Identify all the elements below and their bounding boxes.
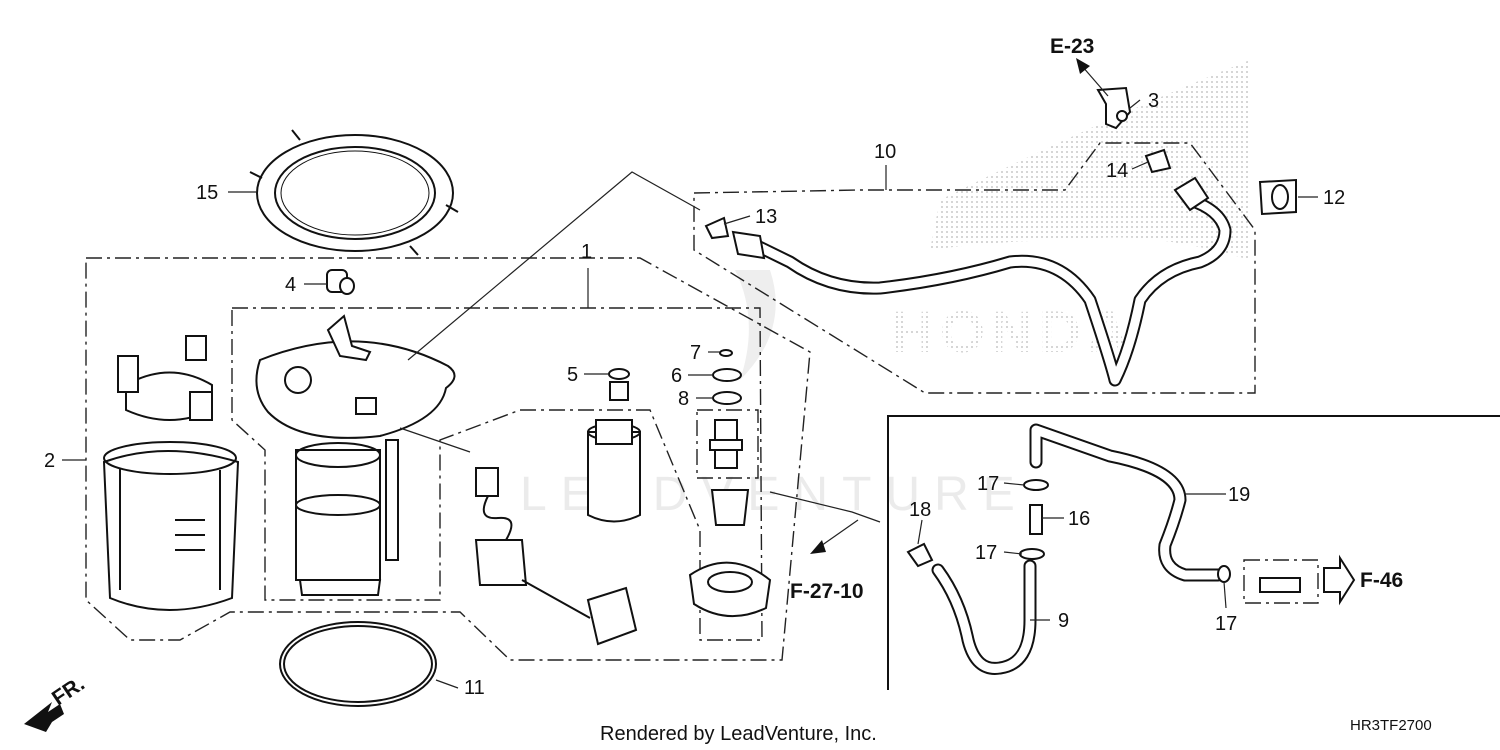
pressure-regulator — [709, 419, 743, 469]
footer-rendered-by: Rendered by LeadVenture, Inc. — [600, 723, 877, 745]
pump-base — [688, 561, 772, 618]
callout-5: 5 — [567, 364, 578, 386]
reference-e23[interactable]: E-23 — [1050, 35, 1094, 58]
lock-ring-part-15 — [249, 129, 459, 256]
callout-1: 1 — [581, 241, 592, 263]
callout-15: 15 — [196, 182, 218, 204]
callout-13: 13 — [755, 206, 777, 228]
washer-part-5 — [608, 368, 630, 401]
honda-logo-watermark: HONDA — [892, 60, 1250, 365]
fittings-parts-16-17-18 — [906, 479, 1301, 593]
fuel-level-sender — [474, 467, 638, 646]
assembly-1-outline — [231, 307, 763, 641]
callout-17-top: 17 — [977, 473, 999, 495]
bracket-part-3 — [1096, 86, 1132, 130]
callout-8: 8 — [678, 388, 689, 410]
callout-18: 18 — [909, 499, 931, 521]
oring-part-11 — [279, 621, 437, 707]
callout-3: 3 — [1148, 90, 1159, 112]
oring-part-11-inner — [283, 625, 433, 703]
front-direction-icon: FR. — [24, 672, 89, 732]
inset-panel-border — [887, 415, 1500, 690]
regulator-outline — [696, 409, 759, 479]
leader-lines — [62, 99, 1318, 689]
footer-diagram-code: HR3TF2700 — [1350, 717, 1432, 734]
f46-connector-outline — [1243, 559, 1319, 604]
pump-housing-part-2 — [102, 335, 240, 611]
front-marker-label: FR. — [48, 672, 89, 710]
e23-arrow-icon — [1076, 58, 1109, 97]
callout-4: 4 — [285, 274, 296, 296]
callout-17-right: 17 — [1215, 613, 1237, 635]
rings-parts-6-7-8 — [712, 349, 742, 405]
reference-f2710[interactable]: F-27-10 — [790, 580, 864, 603]
filter-frame — [710, 489, 750, 526]
grommet-part-4 — [326, 269, 355, 295]
callout-9: 9 — [1058, 610, 1069, 632]
clip-part-14 — [1144, 148, 1172, 174]
clip-part-13 — [704, 216, 730, 240]
callout-12: 12 — [1323, 187, 1345, 209]
hose-10-outline — [693, 142, 1256, 394]
callout-14: 14 — [1106, 160, 1128, 182]
callout-10: 10 — [874, 141, 896, 163]
callout-16: 16 — [1068, 508, 1090, 530]
f2710-arrow-icon — [810, 519, 859, 554]
f46-arrow-icon — [1323, 554, 1356, 606]
callout-17-mid: 17 — [975, 542, 997, 564]
fuel-pump-assembly-part-1 — [255, 314, 456, 596]
fuel-hose-part-10 — [731, 176, 1232, 387]
vent-hoses-parts-9-19 — [931, 423, 1225, 675]
electric-pump — [587, 419, 641, 523]
callout-6: 6 — [671, 365, 682, 387]
callout-19: 19 — [1228, 484, 1250, 506]
reference-f46[interactable]: F-46 — [1360, 569, 1403, 592]
watermark-flame-icon — [735, 270, 776, 380]
callout-11: 11 — [464, 677, 485, 699]
grommet-part-12 — [1258, 178, 1297, 216]
assembly-2-outline — [85, 257, 811, 661]
callout-7: 7 — [690, 342, 701, 364]
callout-2: 2 — [44, 450, 55, 472]
